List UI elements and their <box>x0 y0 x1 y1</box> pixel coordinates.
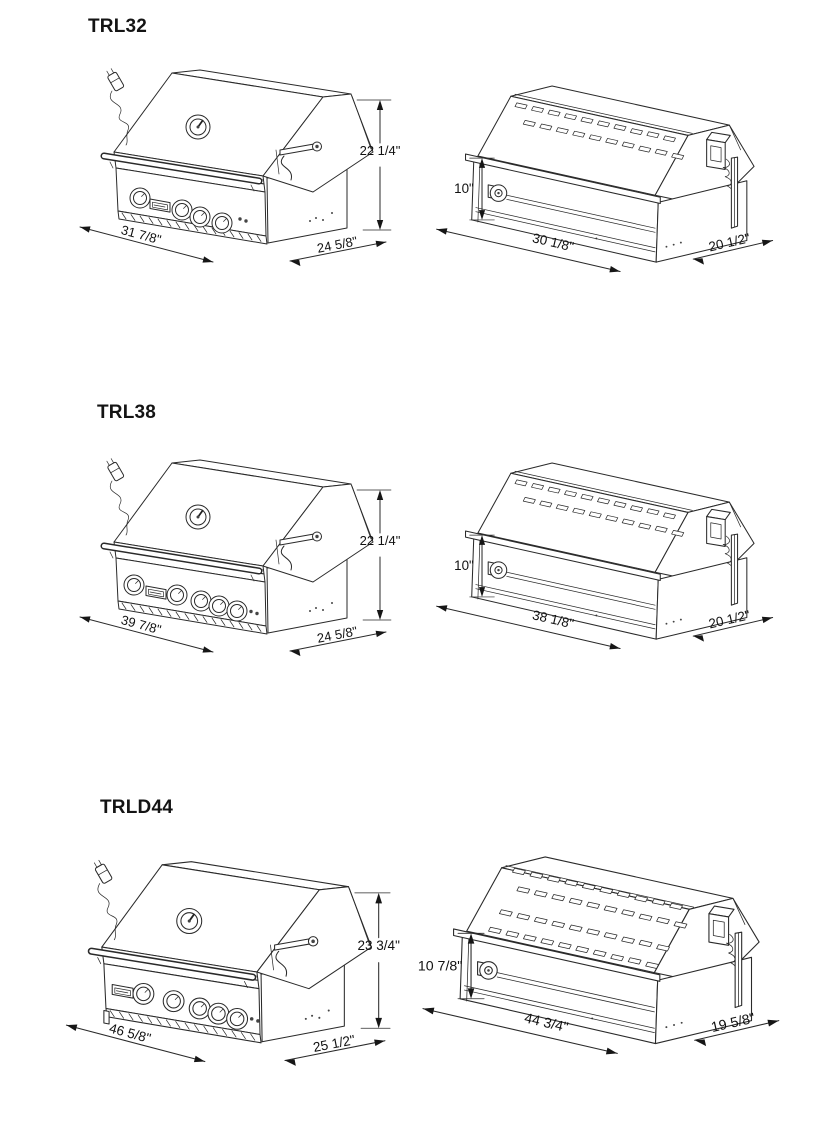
height-dimension-label: 10" <box>454 558 474 573</box>
front-view-trld44: 23 3/4" 46 5/8" 25 1/2" <box>65 846 401 1067</box>
height-dimension-label: 22 1/4" <box>360 533 401 548</box>
grill-rear-drawing <box>453 856 760 1045</box>
rear-view-trld44: 10 7/8" 44 3/4" 19 5/8" <box>418 856 780 1055</box>
height-dimension-label: 23 3/4" <box>358 938 401 953</box>
rear-view-trl38: 10" 38 1/8" 20 1/2" <box>436 462 774 650</box>
depth-dimension-label: 24 5/8" <box>316 623 359 646</box>
grill-rear-drawing <box>465 85 755 263</box>
grill-front-drawing <box>104 67 373 244</box>
model-label-trl32: TRL32 <box>88 16 148 37</box>
height-dimension-label: 22 1/4" <box>360 143 401 158</box>
model-label-trl38: TRL38 <box>97 402 157 423</box>
depth-dimension-label: 24 5/8" <box>316 233 359 256</box>
model-label-trld44: TRLD44 <box>100 797 173 818</box>
grill-rear-drawing <box>465 462 755 640</box>
height-dimension-label: 10 7/8" <box>418 958 462 974</box>
front-view-trl32: 22 1/4" 31 7/8" 24 5/8" <box>79 55 401 267</box>
front-view-trl38: 22 1/4" 39 7/8" 24 5/8" <box>79 445 401 657</box>
height-dimension-label: 10" <box>454 181 474 196</box>
rear-view-trl32: 10" 30 1/8" 20 1/2" <box>436 85 774 273</box>
depth-dimension-label: 25 1/2" <box>312 1032 357 1055</box>
